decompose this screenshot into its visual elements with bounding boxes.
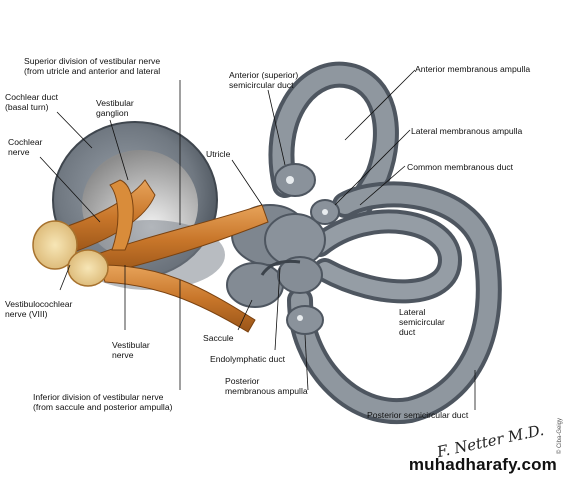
label-superior-division: Superior division of vestibular nerve (f…	[24, 56, 160, 76]
label-posterior-semicircular-duct: Posterior semicircular duct	[367, 410, 468, 420]
label-endolymphatic-duct: Endolymphatic duct	[210, 354, 285, 364]
nerves	[32, 179, 269, 333]
label-vestibulocochlear-line2: nerve (VIII)	[5, 309, 48, 319]
label-lateral-duct-line2: semicircular	[399, 317, 445, 327]
anterior-ampulla	[274, 163, 316, 197]
label-cochlear-nerve: Cochlear nerve	[8, 137, 42, 157]
label-superior-division-line2: (from utricle and anterior and lateral	[24, 66, 161, 76]
label-lateral-duct-line3: duct	[399, 327, 416, 337]
label-anterior-ampulla-text: Anterior membranous ampulla	[415, 64, 531, 74]
leader-lines	[39, 69, 476, 410]
label-anterior-duct-line2: semicircular duct	[229, 80, 294, 90]
label-inferior-division-line1: Inferior division of vestibular nerve	[33, 392, 164, 402]
label-common-duct: Common membranous duct	[407, 162, 513, 172]
vestibule	[226, 163, 340, 335]
label-vestibular-ganglion-line2: ganglion	[96, 108, 129, 118]
label-posterior-ampulla-line2: membranous ampulla	[225, 386, 308, 396]
label-vestibular-ganglion-line1: Vestibular	[96, 98, 134, 108]
vestibulocochlear-cut-end	[32, 220, 78, 270]
label-inferior-division: Inferior division of vestibular nerve (f…	[33, 392, 172, 412]
label-vestibular-nerve-line1: Vestibular	[112, 340, 150, 350]
inferior-vestibular-nerve	[99, 264, 256, 333]
label-inferior-division-line2: (from saccule and posterior ampulla)	[33, 402, 173, 412]
posterior-ampulla	[286, 305, 324, 335]
label-anterior-duct-line1: Anterior (superior)	[229, 70, 299, 80]
copyright-mark: © Ciba-Geigy	[557, 418, 563, 455]
label-anterior-ampulla: Anterior membranous ampulla	[415, 64, 530, 74]
semicircular-ducts	[268, 61, 502, 425]
label-cochlear-duct-line2: (basal turn)	[5, 102, 49, 112]
label-endolymphatic-text: Endolymphatic duct	[210, 354, 285, 364]
label-posterior-ampulla: Posterior membranous ampulla	[225, 376, 308, 396]
label-superior-division-line1: Superior division of vestibular nerve	[24, 56, 161, 66]
label-common-duct-text: Common membranous duct	[407, 162, 514, 172]
label-cochlear-nerve-line2: nerve	[8, 147, 30, 157]
endolymphatic-duct	[260, 259, 301, 276]
label-lateral-semicircular-duct: Lateral semicircular duct	[399, 307, 445, 337]
label-lateral-duct-line1: Lateral	[399, 307, 426, 317]
label-cochlear-duct: Cochlear duct (basal turn)	[5, 92, 58, 112]
label-saccule-text: Saccule	[203, 333, 234, 343]
label-vestibular-nerve: Vestibular nerve	[112, 340, 150, 360]
label-utricle-text: Utricle	[206, 149, 231, 159]
label-posterior-duct-text: Posterior semicircular duct	[367, 410, 469, 420]
label-cochlear-duct-line1: Cochlear duct	[5, 92, 59, 102]
label-vestibular-nerve-line2: nerve	[112, 350, 134, 360]
label-vestibular-ganglion: Vestibular ganglion	[96, 98, 134, 118]
label-vestibulocochlear-nerve: Vestibulocochlear nerve (VIII)	[5, 299, 72, 319]
site-watermark: muhadharafy.com	[408, 455, 557, 474]
label-utricle: Utricle	[206, 149, 230, 159]
label-lateral-ampulla-text: Lateral membranous ampulla	[411, 126, 523, 136]
saccule-body	[226, 262, 284, 308]
label-anterior-semicircular-duct: Anterior (superior) semicircular duct	[229, 70, 298, 90]
label-vestibulocochlear-line1: Vestibulocochlear	[5, 299, 73, 309]
label-cochlear-nerve-line1: Cochlear	[8, 137, 43, 147]
superior-vestibular-nerve	[94, 204, 269, 276]
vestibular-ganglion	[109, 179, 134, 251]
label-lateral-ampulla: Lateral membranous ampulla	[411, 126, 522, 136]
label-saccule: Saccule	[203, 333, 234, 343]
label-posterior-ampulla-line1: Posterior	[225, 376, 260, 386]
